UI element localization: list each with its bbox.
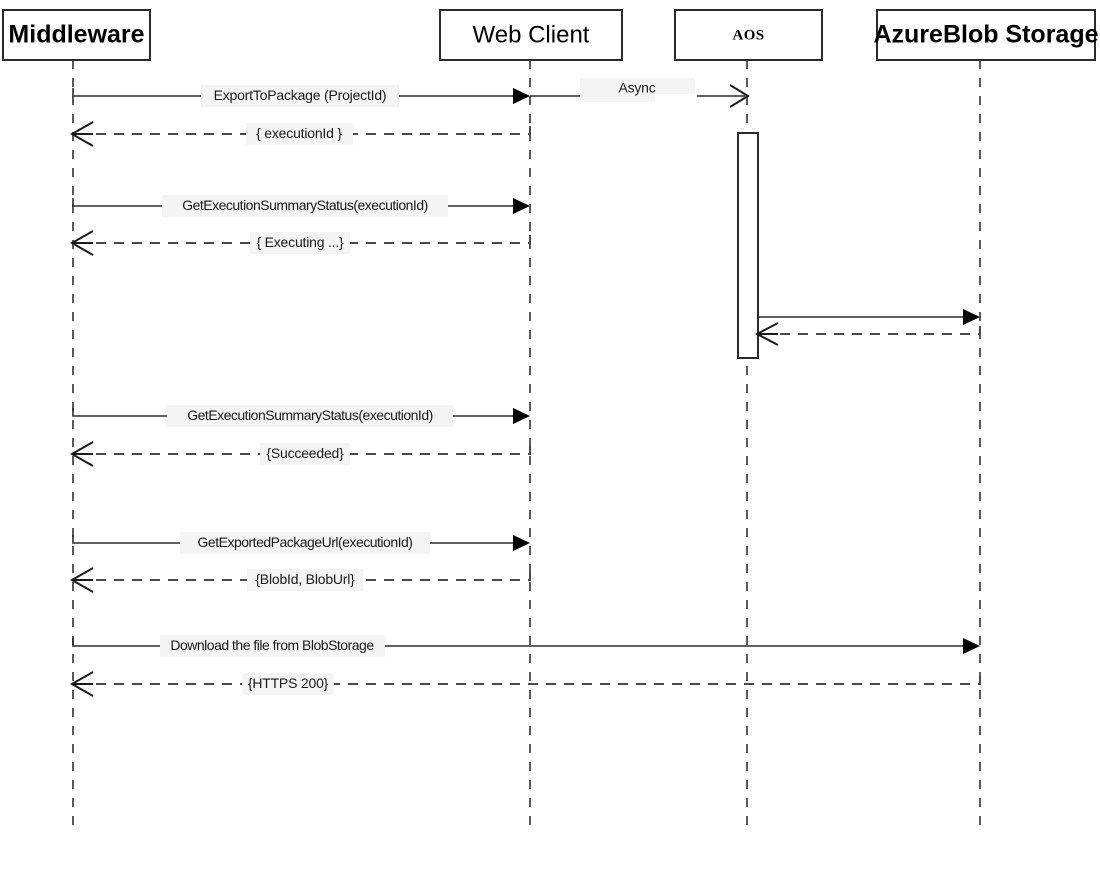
participant-label-aos: AOS — [732, 27, 764, 43]
message-executing-return[interactable]: { Executing ...} — [69, 230, 531, 256]
message-label-https-200: {HTTPS 200} — [248, 675, 329, 691]
participant-header-aos[interactable]: AOS — [674, 9, 823, 61]
arrowhead-filled — [963, 638, 980, 654]
participant-label-azureblob: AzureBlob Storage — [873, 21, 1098, 49]
async-label-clip — [655, 94, 697, 104]
message-label-get-exported-package-url: GetExportedPackageUrl(executionId) — [198, 534, 413, 550]
participant-header-webclient[interactable]: Web Client — [439, 9, 623, 61]
participant-box-middleware — [2, 9, 151, 61]
message-label-download-file: Download the file from BlobStorage — [170, 637, 374, 653]
message-export-to-package[interactable]: ExportToPackage (ProjectId) — [72, 85, 530, 107]
participant-header-middleware[interactable]: Middleware — [2, 9, 151, 61]
arrowhead-filled — [513, 408, 530, 424]
message-aos-to-blob[interactable] — [758, 309, 980, 325]
message-label-get-execution-summary-status-1: GetExecutionSummaryStatus(executionId) — [182, 197, 428, 213]
participant-box-aos — [674, 9, 823, 61]
participant-box-azureblob — [876, 9, 1096, 61]
participant-header-azureblob[interactable]: AzureBlob Storage — [873, 9, 1099, 61]
arrowhead-filled — [513, 535, 530, 551]
message-get-exported-package-url[interactable]: GetExportedPackageUrl(executionId) — [72, 532, 530, 554]
message-execution-id-return[interactable]: { executionId } — [69, 121, 531, 147]
message-https-200-return[interactable]: {HTTPS 200} — [69, 671, 981, 697]
lifelines-group — [72, 60, 981, 828]
message-label-executing: { Executing ...} — [256, 234, 344, 250]
arrowhead-filled — [513, 88, 530, 104]
message-label-async: Async — [618, 80, 655, 96]
message-blob-to-aos-return[interactable] — [754, 322, 981, 346]
message-blob-id-url-return[interactable]: {BlobId, BlobUrl} — [69, 567, 531, 593]
message-label-succeeded: {Succeeded} — [266, 445, 344, 461]
message-get-execution-summary-status-2[interactable]: GetExecutionSummaryStatus(executionId) — [72, 405, 530, 427]
message-label-execution-id: { executionId } — [256, 125, 342, 141]
message-get-execution-summary-status-1[interactable]: GetExecutionSummaryStatus(executionId) — [72, 195, 530, 217]
message-download-file[interactable]: Download the file from BlobStorage — [72, 635, 980, 657]
arrowhead-filled — [513, 198, 530, 214]
message-label-get-execution-summary-status-2: GetExecutionSummaryStatus(executionId) — [187, 407, 433, 423]
participant-label-middleware: Middleware — [8, 21, 144, 49]
arrowhead-filled — [963, 309, 980, 325]
arrowhead-open — [729, 84, 750, 108]
message-succeeded-return[interactable]: {Succeeded} — [69, 441, 531, 467]
activation-bar-aos — [737, 132, 759, 359]
participant-label-webclient: Web Client — [473, 21, 590, 48]
message-label-blob-id-url: {BlobId, BlobUrl} — [255, 571, 355, 587]
message-async[interactable]: Async — [530, 78, 750, 108]
participant-box-webclient — [439, 9, 623, 61]
message-label-export-to-package: ExportToPackage (ProjectId) — [214, 87, 387, 103]
